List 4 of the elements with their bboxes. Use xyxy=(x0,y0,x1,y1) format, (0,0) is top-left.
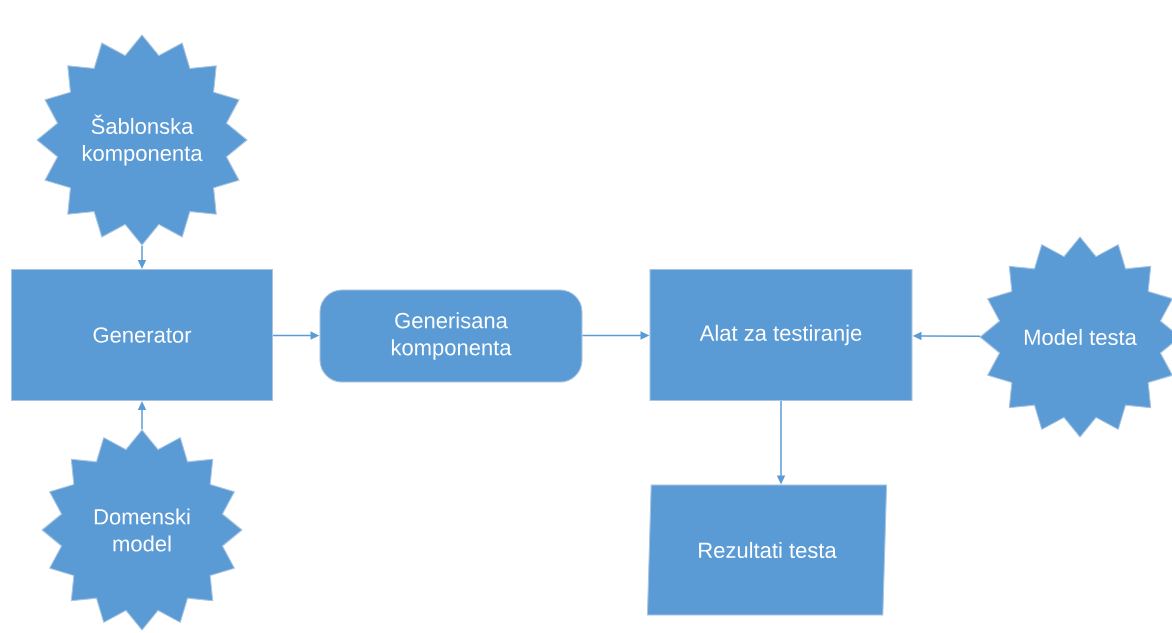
process-box: Alat za testiranje xyxy=(649,269,913,401)
rounded-box: Generisana komponenta xyxy=(319,289,583,383)
process-box: Generator xyxy=(11,269,273,401)
data-parallelogram: Rezultati testa xyxy=(646,484,888,616)
